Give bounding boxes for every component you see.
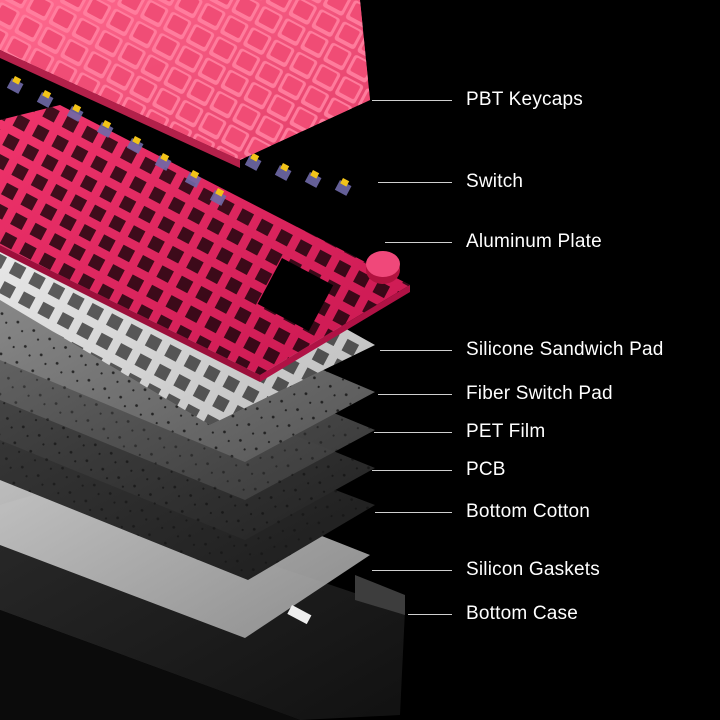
switch-layer xyxy=(6,76,352,206)
callout-label: PET Film xyxy=(466,421,546,442)
callout-label: PBT Keycaps xyxy=(466,89,583,110)
leader-line xyxy=(408,614,452,615)
leader-line xyxy=(375,512,452,513)
leader-line xyxy=(385,242,452,243)
callout-label: Fiber Switch Pad xyxy=(466,383,613,404)
leader-line xyxy=(378,394,452,395)
callout-label: Bottom Cotton xyxy=(466,501,591,522)
leader-line xyxy=(372,470,452,471)
callout-label: PCB xyxy=(466,459,506,480)
leader-line xyxy=(380,350,452,351)
callout-label: Silicon Gaskets xyxy=(466,559,600,580)
pbt-keycaps-layer xyxy=(0,0,370,168)
callout-label: Silicone Sandwich Pad xyxy=(466,339,664,360)
aluminum-plate-layer xyxy=(0,105,410,382)
leader-line xyxy=(374,432,452,433)
callout-label: Switch xyxy=(466,171,524,192)
callout-label: Bottom Case xyxy=(466,603,579,624)
leader-line xyxy=(378,182,452,183)
leader-line xyxy=(372,570,452,571)
leader-line xyxy=(372,100,452,101)
callout-label: Aluminum Plate xyxy=(466,231,602,252)
